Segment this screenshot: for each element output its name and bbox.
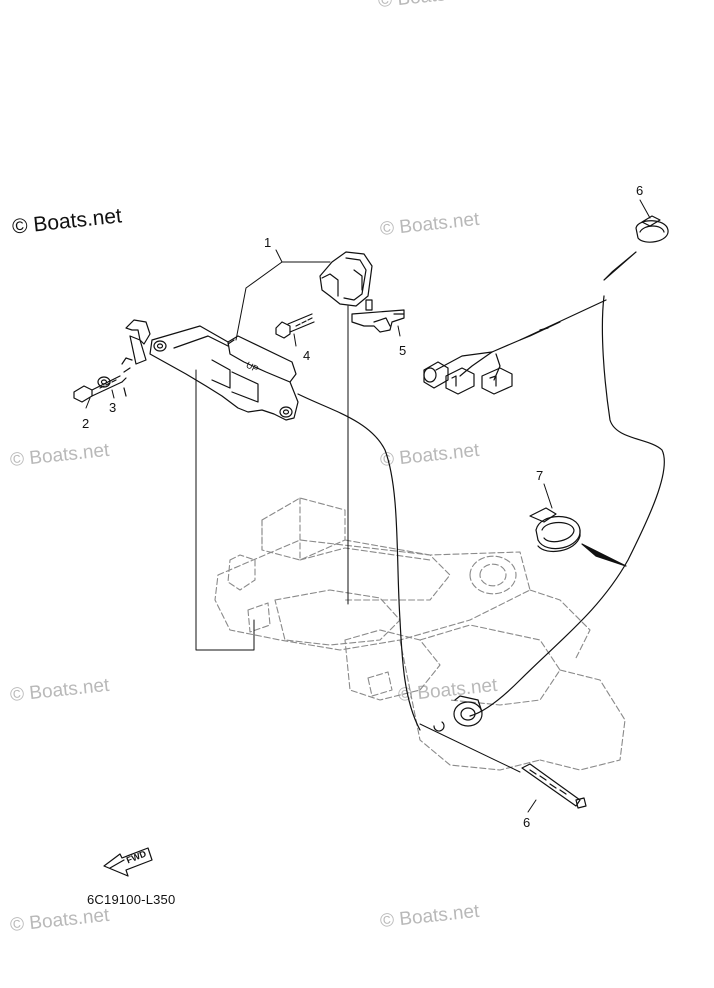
callout-6-bottom: 6 xyxy=(523,815,531,830)
hose-clamp-6 xyxy=(635,215,669,243)
sensor-cable xyxy=(297,393,421,731)
callout-leaders xyxy=(85,199,651,813)
callout-6-top: 6 xyxy=(636,183,644,198)
cable-tie-6 xyxy=(521,763,587,809)
callout-2: 2 xyxy=(82,416,90,431)
callout-5: 5 xyxy=(399,343,407,358)
callout-1: 1 xyxy=(264,235,272,250)
cable-clip-5 xyxy=(351,309,405,333)
drawing-code: 6C19100-L350 xyxy=(87,892,176,907)
hose-clamp-7 xyxy=(529,507,581,553)
cable-holder xyxy=(319,251,373,311)
wire-harness xyxy=(423,295,665,717)
assembly-leader-lines xyxy=(195,305,521,773)
callout-4: 4 xyxy=(303,348,311,363)
washer-3 xyxy=(97,357,133,397)
mount-boss xyxy=(433,695,483,732)
bolt-4 xyxy=(275,313,315,339)
fwd-arrow xyxy=(103,847,153,877)
trim-sensor xyxy=(149,325,299,421)
bracket-assembly-phantom xyxy=(214,497,626,771)
flow-arrows xyxy=(581,251,637,567)
callout-3: 3 xyxy=(109,400,117,415)
clamp-bracket xyxy=(125,319,151,365)
callout-7: 7 xyxy=(536,468,544,483)
